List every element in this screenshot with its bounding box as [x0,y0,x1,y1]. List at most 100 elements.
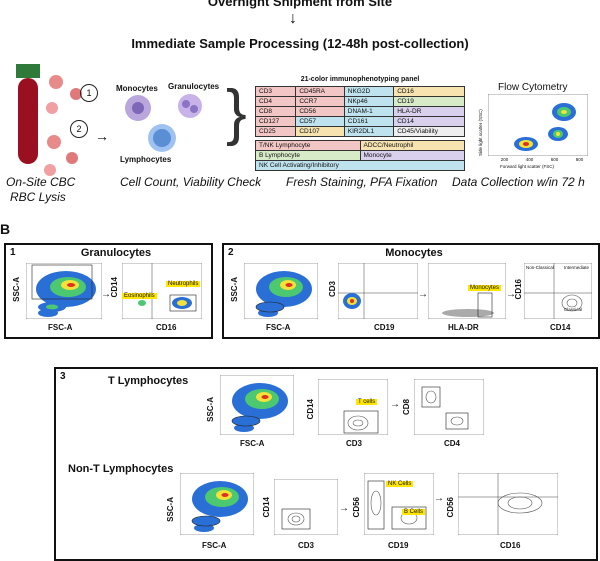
scatter-plot [244,263,318,319]
x-axis-label: FSC-A [240,439,265,448]
lymphocytes-panel: 3 T Lymphocytes SSC-A FSC-A CD14 T cells… [54,367,598,561]
tick-label: 600 [550,157,559,162]
gate-label: Intermediate [564,265,590,270]
x-axis-label: FSC-A [48,323,73,332]
table-cell: DNAM-1 [343,106,395,117]
processing-title: Immediate Sample Processing (12-48h post… [131,36,469,51]
arrow-right-icon: → [434,493,444,504]
panel-title: 21-color immunophenotyping panel [300,76,420,83]
flow-title: Flow Cytometry [498,82,568,93]
table-cell: NKG2D [343,86,395,97]
arrow-right-icon: → [95,128,109,144]
x-axis-label: CD3 [346,439,363,448]
cbc-label: On-Site CBC [6,175,76,189]
collection-label: Data Collection w/in 72 h [452,175,585,189]
y-axis-label: CD56 [446,497,455,518]
panel-title: Monocytes [385,247,443,259]
arrow-right-icon: → [506,289,516,300]
scatter-plot [524,263,592,319]
table-cell: KIR2DL1 [343,126,395,137]
scatter-plot [428,263,506,319]
table-cell: CD57 [295,116,345,127]
y-axis-label: CD3 [328,281,337,298]
y-axis-label: CD14 [110,277,119,298]
table-cell: CD19 [393,96,465,107]
section-b-label: B [0,221,11,237]
scatter-plot [220,375,294,435]
monocytes-tag: Monocytes [468,285,502,291]
arrow-right-icon: → [101,289,111,300]
panel-number: 1 [10,247,16,258]
panel-title: Granulocytes [80,247,152,259]
table-cell: T/NK Lymphocyte [255,140,361,151]
staining-label: Fresh Staining, PFA Fixation [286,175,438,189]
y-axis-label: CD56 [352,497,361,518]
b-cells-tag: B Cells [402,509,426,515]
table-cell: CD25 [254,126,297,137]
y-axis-label: SSC-A [166,497,175,522]
x-axis-label: CD19 [388,541,409,550]
scatter-plot [338,263,418,319]
table-cell: NK Cell Activating/Inhibitory [255,160,465,171]
y-axis-label: CD8 [402,399,411,416]
gate-label: Non-Classical [526,265,554,270]
x-axis-label: CD16 [156,323,177,332]
eosinophils-tag: Eosinophils [122,293,157,299]
flow-xlabel: Forward light scatter (FSC) [500,164,555,169]
x-axis-label: CD16 [500,541,521,550]
table-cell: CD3 [254,86,297,97]
y-axis-label: SSC-A [12,277,21,302]
table-cell: CD16 [393,86,465,97]
tick-label: 200 [500,157,509,162]
brace-icon: } [226,78,247,147]
blood-tube-icon [16,64,40,164]
down-arrow-icon: ↓ [289,10,297,27]
count-label: Cell Count, Viability Check [120,175,262,189]
table-cell: CD56 [295,106,345,117]
monocytes-panel: 2 Monocytes SSC-A FSC-A CD3 CD19 → Monoc… [222,243,600,339]
scatter-plot [274,479,338,535]
panel-number: 3 [60,371,66,382]
flow-scatter-plot [488,94,588,156]
non-t-lymph-title: Non-T Lymphocytes [68,463,174,475]
tick-label: 800 [575,157,584,162]
step-2-badge: 2 [70,120,88,138]
arrow-right-icon: → [418,289,428,300]
y-axis-label: SSC-A [206,397,215,422]
y-axis-label: SSC-A [230,277,239,302]
red-blood-cells-icon [44,75,82,176]
table-cell: CD161 [343,116,395,127]
gate-label: Classical [564,307,583,312]
table-cell: ADCC/Neutrophil [359,140,465,151]
table-cell: HLA-DR [393,106,465,117]
x-axis-label: CD3 [298,541,315,550]
granulocytes-label: Granulocytes [168,82,220,91]
table-cell: CD8 [254,106,297,117]
table-cell: CCR7 [295,96,345,107]
table-cell: Monocyte [359,150,465,161]
table-cell: CD107 [295,126,345,137]
x-axis-label: FSC-A [202,541,227,550]
table-cell: NKp46 [343,96,395,107]
table-row: NK Cell Activating/Inhibitory [255,160,465,171]
scatter-plot [318,379,388,435]
table-cell: CD14 [393,116,465,127]
scatter-plot [458,473,558,535]
t-cells-tag: T cells [356,399,378,405]
step-1-badge: 1 [80,84,98,102]
arrow-right-icon: → [390,399,400,410]
x-axis-label: HLA-DR [448,323,479,332]
x-axis-label: CD19 [374,323,395,332]
granulocytes-panel: 1 Granulocytes SSC-A FSC-A → CD14 Neutro… [4,243,213,339]
scatter-plot [122,263,202,319]
flow-ylabel: Side light scatter (SSC) [478,109,483,156]
scatter-plot [414,379,484,435]
x-axis-label: CD14 [550,323,571,332]
